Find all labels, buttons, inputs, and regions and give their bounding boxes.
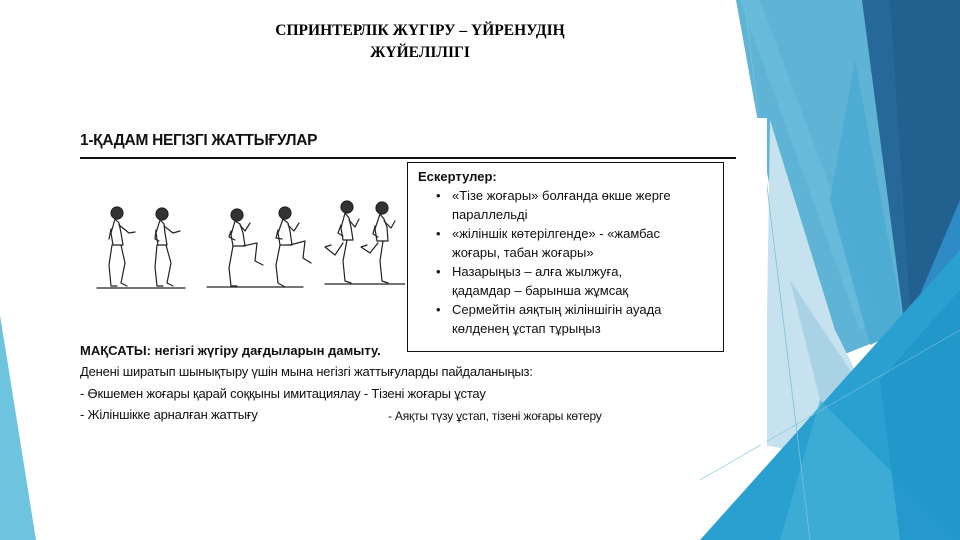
goal-statement: МАҚСАТЫ: негізгі жүгіру дағдыларын дамыт… (80, 343, 381, 358)
note-text-line2: қадамдар – барынша жұмсақ (452, 283, 629, 298)
note-text-line2: жоғары, табан жоғары» (452, 245, 594, 260)
figure-3 (228, 208, 264, 287)
exercise-line-1: - Өкшемен жоғары қарай соққыны имитациял… (80, 386, 486, 401)
figure-1 (108, 206, 136, 287)
running-figures-illustration (96, 200, 405, 289)
heading-divider (80, 157, 736, 159)
notes-title: Ескертулер: (418, 169, 497, 184)
instruction-text: Денені ширатып шынықтыру үшін мына негіз… (80, 364, 533, 379)
note-item: • Назарыңыз – алға жылжуға, қадамдар – б… (436, 262, 713, 300)
notes-box: Ескертулер: • «Тізе жоғары» болғанда өкш… (407, 162, 724, 352)
figure-5 (324, 200, 360, 284)
figure-6 (360, 201, 396, 284)
note-text-line1: Назарыңыз – алға жылжуға, (452, 264, 623, 279)
note-text-line1: Сермейтін аяқтың жіліншігін ауада (452, 302, 662, 317)
exercise-line-2a: - Жіліншікке арналған жаттығу (80, 407, 258, 422)
figure-2 (154, 207, 181, 287)
bullet-icon: • (436, 226, 441, 241)
note-text-line1: «Тізе жоғары» болғанда өкше жерге (452, 188, 671, 203)
note-text-line2: параллельді (452, 207, 528, 222)
slide-title-line1: СПРИНТЕРЛІК ЖҮГІРУ – ҮЙРЕНУДІҢ (275, 22, 565, 39)
note-item: • «Тізе жоғары» болғанда өкше жерге пара… (436, 186, 713, 224)
notes-list: • «Тізе жоғары» болғанда өкше жерге пара… (418, 186, 713, 338)
slide-title-line2: ЖҮЙЕЛІЛІГІ (370, 44, 470, 61)
bullet-icon: • (436, 264, 441, 279)
figure-4 (275, 206, 312, 288)
note-text-line2: көлденең ұстап тұрыңыз (452, 321, 601, 336)
bullet-icon: • (436, 188, 441, 203)
section-heading: 1-ҚАДАМ НЕГІЗГІ ЖАТТЫҒУЛАР (80, 132, 318, 149)
exercise-line-2b: - Аяқты түзу ұстап, тізені жоғары көтеру (388, 409, 602, 423)
exercise-content-image: 1-ҚАДАМ НЕГІЗГІ ЖАТТЫҒУЛАР (70, 118, 767, 445)
bullet-icon: • (436, 302, 441, 317)
slide-title: СПРИНТЕРЛІК ЖҮГІРУ – ҮЙРЕНУДІҢ ЖҮЙЕЛІЛІГ… (230, 20, 610, 64)
goal-label: МАҚСАТЫ: (80, 343, 151, 358)
goal-text: негізгі жүгіру дағдыларын дамыту. (150, 343, 381, 358)
note-item: • «жіліншік көтерілгенде» - «жамбас жоға… (436, 224, 713, 262)
note-text-line1: «жіліншік көтерілгенде» - «жамбас (452, 226, 661, 241)
note-item: • Сермейтін аяқтың жіліншігін ауада көлд… (436, 300, 713, 338)
